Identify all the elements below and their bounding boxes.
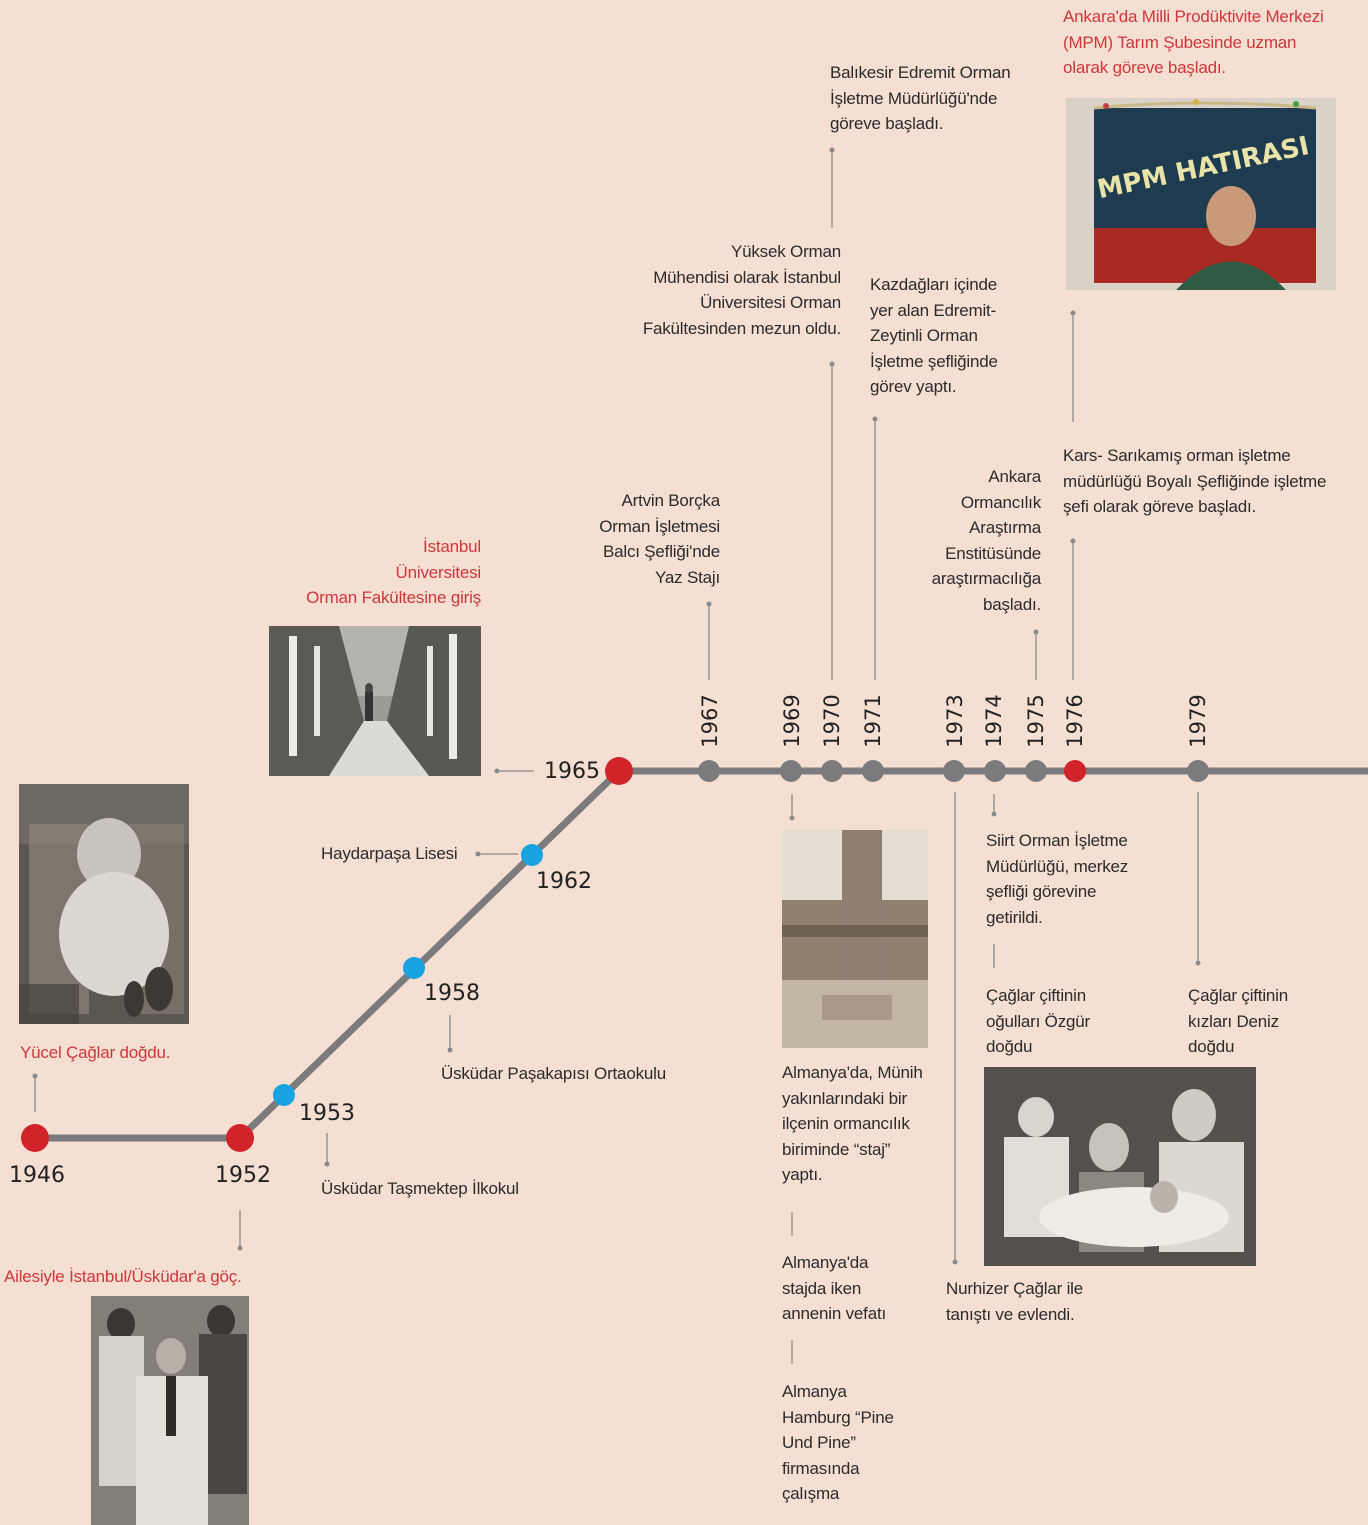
year-1975: 1975 xyxy=(1024,694,1048,748)
connector-lines xyxy=(34,150,1199,1364)
year-1946: 1946 xyxy=(9,1163,65,1188)
event-germany-intern: Almanya'da, Münih yakınlarındaki bir ilç… xyxy=(782,1063,923,1184)
event-mother-death: Almanya'da stajda iken annenin vefatı xyxy=(782,1253,887,1323)
event-daughter-born: Çağlar çiftinin kızları Deniz doğdu xyxy=(1188,986,1288,1056)
family-photo xyxy=(91,1296,249,1525)
event-marriage: Nurhizer Çağlar ile tanıştı ve evlendi. xyxy=(946,1279,1083,1324)
year-1962: 1962 xyxy=(536,869,592,894)
marker-1965 xyxy=(605,757,633,785)
event-hamburg: Almanya Hamburg “Pine Und Pine” firmasın… xyxy=(782,1382,894,1503)
year-1969: 1969 xyxy=(780,694,804,748)
event-son-born: Çağlar çiftinin oğulları Özgür doğdu xyxy=(986,986,1090,1056)
event-born: Yücel Çağlar doğdu. xyxy=(20,1043,171,1062)
year-1952: 1952 xyxy=(215,1163,271,1188)
year-1976: 1976 xyxy=(1063,694,1087,748)
marker-1967 xyxy=(698,760,720,782)
event-middle-school: Üsküdar Paşakapısı Ortaokulu xyxy=(441,1064,666,1083)
event-kazdaglari: Kazdağları içinde yer alan Edremit- Zeyt… xyxy=(870,275,998,396)
marker-1979 xyxy=(1187,760,1209,782)
event-migration: Ailesiyle İstanbul/Üsküdar'a göç. xyxy=(4,1267,242,1286)
marker-1970 xyxy=(821,760,843,782)
event-kars: Kars- Sarıkamış orman işletme müdürlüğü … xyxy=(1063,446,1327,516)
event-university-entry: İstanbul Üniversitesi Orman Fakültesine … xyxy=(306,537,481,607)
timeline-markers xyxy=(21,757,1209,1152)
marker-1969 xyxy=(780,760,802,782)
event-balikesir: Balıkesir Edremit Orman İşletme Müdürlüğ… xyxy=(830,63,1011,133)
mpm-photo: MPM HATIRASI xyxy=(1066,98,1336,290)
marker-1974 xyxy=(984,760,1006,782)
marker-1971 xyxy=(862,760,884,782)
marker-1973 xyxy=(943,760,965,782)
munich-photo xyxy=(782,830,928,1048)
event-mpm: Ankara'da Milli Prodüktivite Merkezi (MP… xyxy=(1063,7,1324,77)
event-siirt: Siirt Orman İşletme Müdürlüğü, merkez şe… xyxy=(986,831,1129,927)
year-1971: 1971 xyxy=(861,694,885,748)
family-table-photo xyxy=(984,1067,1256,1266)
baby-photo xyxy=(19,784,189,1024)
year-1965: 1965 xyxy=(544,759,600,784)
year-1953: 1953 xyxy=(299,1101,355,1126)
year-1967: 1967 xyxy=(698,694,722,748)
event-high-school: Haydarpaşa Lisesi xyxy=(321,844,458,863)
marker-1953 xyxy=(273,1084,295,1106)
event-artvin: Artvin Borçka Orman İşletmesi Balcı Şefl… xyxy=(599,491,720,587)
marker-1976 xyxy=(1064,760,1086,782)
marker-1946 xyxy=(21,1124,49,1152)
connector-end-dots xyxy=(32,147,1201,1265)
year-1970: 1970 xyxy=(820,694,844,748)
event-ankara-research: Ankara Ormancılık Araştırma Enstitüsünde… xyxy=(931,467,1042,614)
year-1958: 1958 xyxy=(424,981,480,1006)
marker-1958 xyxy=(403,957,425,979)
marker-1962 xyxy=(521,844,543,866)
year-1979: 1979 xyxy=(1186,694,1210,748)
event-graduation: Yüksek Orman Mühendisi olarak İstanbul Ü… xyxy=(642,242,841,338)
marker-1952 xyxy=(226,1124,254,1152)
year-1974: 1974 xyxy=(982,694,1006,748)
event-primary-school: Üsküdar Taşmektep İlkokul xyxy=(321,1179,519,1198)
marker-1975 xyxy=(1025,760,1047,782)
forest-road-photo xyxy=(269,626,481,776)
year-1973: 1973 xyxy=(943,694,967,748)
